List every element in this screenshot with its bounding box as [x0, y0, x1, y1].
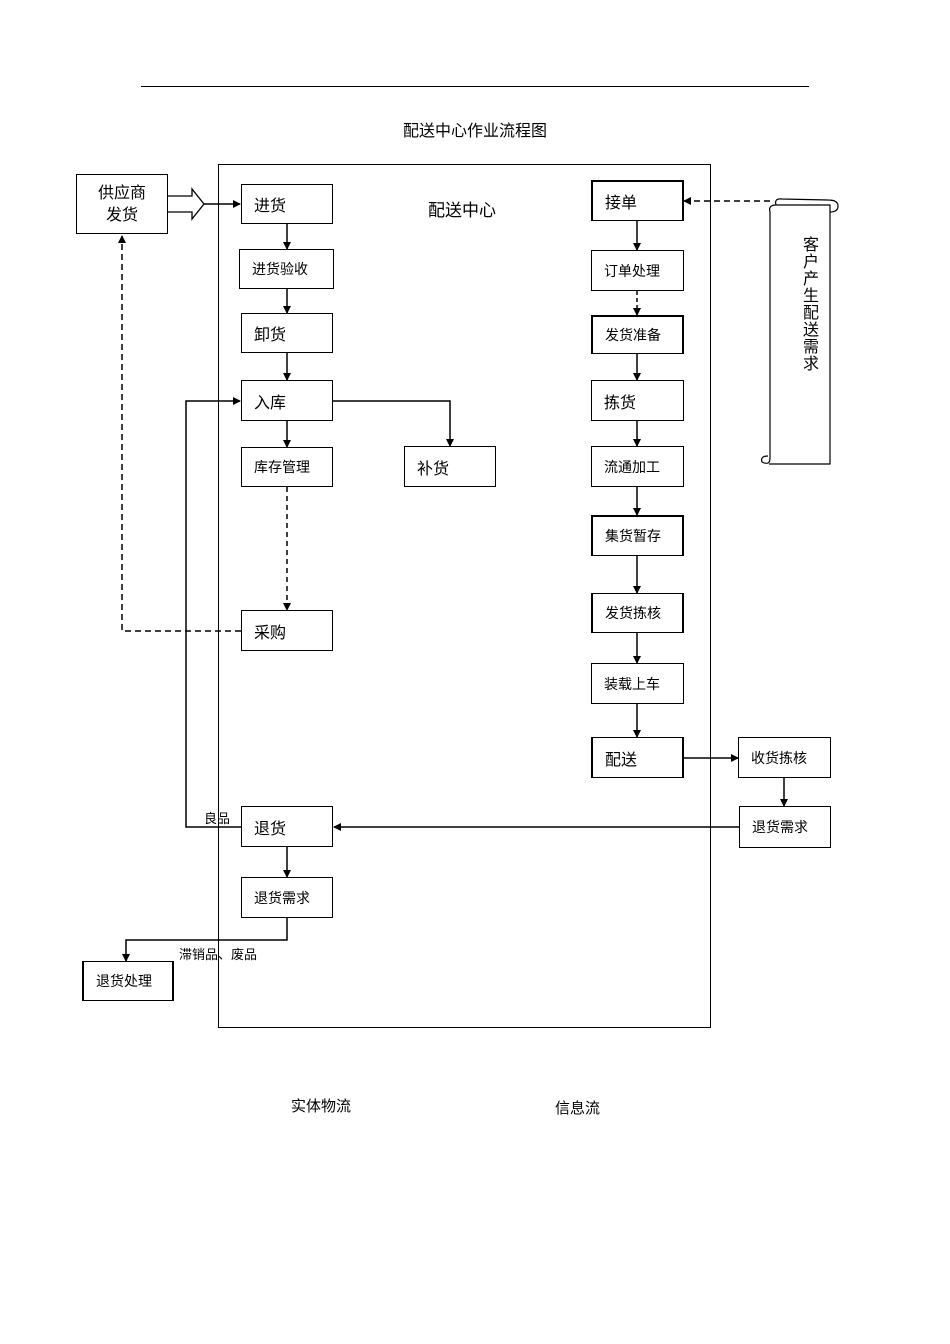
customer-scroll-shape — [761, 198, 839, 465]
legend-physical-flow: 实体物流 — [291, 1097, 352, 1115]
picking-box: 拣货 — [591, 380, 684, 421]
supplier-line2: 发货 — [105, 205, 138, 224]
return-processing-box: 退货处理 — [82, 961, 174, 1001]
store-box: 入库 — [241, 380, 333, 421]
customer-demand-text: 客户产生配送需求 — [800, 236, 819, 372]
supplier-hollow-arrow — [168, 187, 205, 221]
legend-info-flow: 信息流 — [555, 1099, 601, 1117]
staging-box: 集货暂存 — [591, 515, 684, 556]
take-order-box: 接单 — [591, 180, 684, 221]
good-items-label: 良品 — [204, 812, 231, 827]
delivery-box: 配送 — [591, 737, 684, 778]
slow-waste-label: 滞销品、废品 — [179, 948, 258, 963]
inspect-box: 进货验收 — [239, 249, 334, 289]
distribution-center-label: 配送中心 — [428, 201, 496, 221]
purchase-box: 采购 — [241, 610, 333, 651]
return-box: 退货 — [241, 806, 333, 847]
supplier-box: 供应商 发货 — [76, 174, 168, 234]
return-demand-inner-box: 退货需求 — [241, 877, 333, 918]
ship-check-box: 发货拣核 — [591, 593, 684, 633]
processing-box: 流通加工 — [591, 446, 684, 487]
unload-box: 卸货 — [241, 313, 333, 353]
return-demand-outer-box: 退货需求 — [739, 806, 831, 848]
inventory-box: 库存管理 — [241, 447, 333, 487]
receipt-check-box: 收货拣核 — [738, 737, 831, 778]
page-title: 配送中心作业流程图 — [402, 121, 547, 140]
order-process-box: 订单处理 — [591, 250, 684, 291]
loading-box: 装载上车 — [591, 663, 684, 704]
supplier-line1: 供应商 — [97, 183, 146, 202]
receive-box: 进货 — [241, 184, 333, 224]
replenish-box: 补货 — [404, 446, 496, 487]
ship-prepare-box: 发货准备 — [591, 315, 684, 354]
top-rule — [141, 86, 809, 87]
distribution-center-frame — [218, 164, 711, 1028]
